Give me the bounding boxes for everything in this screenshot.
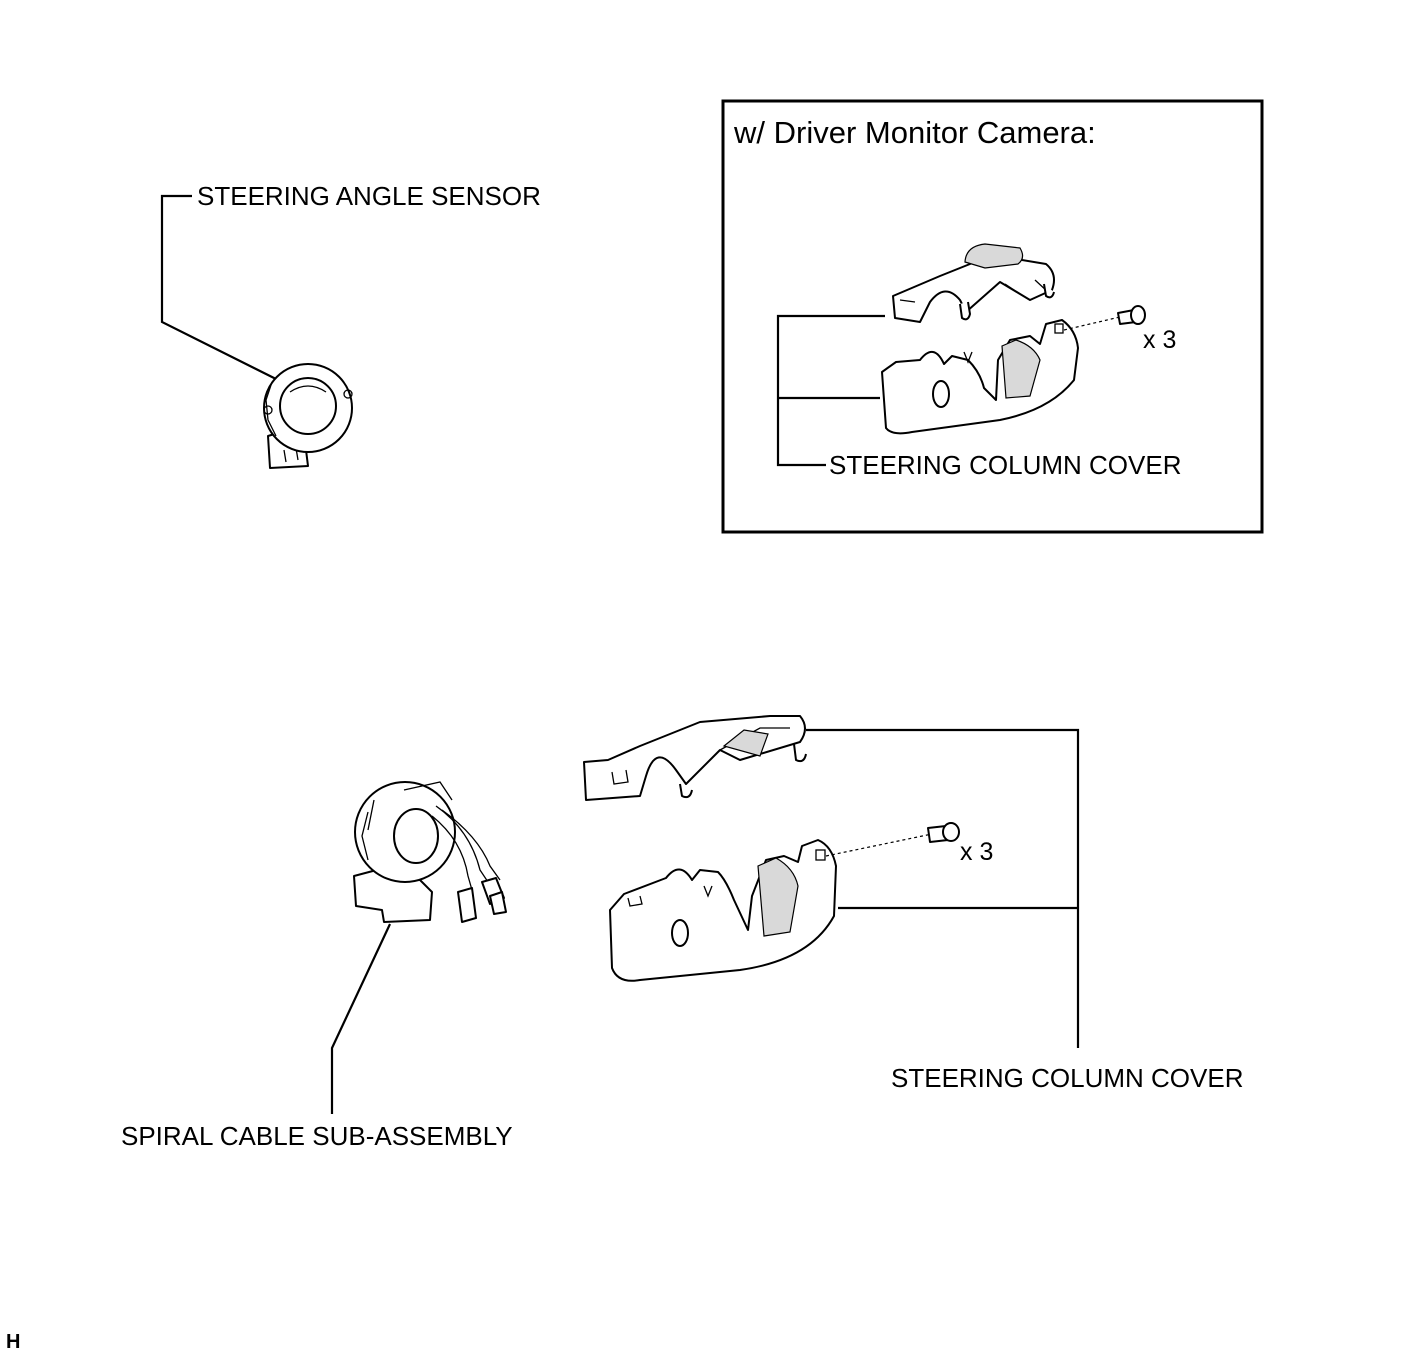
leader-line-spiral-cable bbox=[330, 923, 391, 1114]
inset-title: w/ Driver Monitor Camera: bbox=[733, 115, 1096, 150]
label-steering-angle-sensor: STEERING ANGLE SENSOR bbox=[197, 181, 541, 211]
label-spiral-cable: SPIRAL CABLE SUB-ASSEMBLY bbox=[121, 1121, 513, 1151]
inset-upper-cover bbox=[892, 243, 1055, 323]
main-screw-qty: x 3 bbox=[960, 838, 993, 866]
main-screw: x 3 bbox=[825, 822, 993, 866]
steering-angle-sensor-part bbox=[263, 363, 353, 469]
spiral-cable-part bbox=[353, 781, 507, 923]
upper-column-cover bbox=[583, 715, 807, 801]
label-steering-column-cover: STEERING COLUMN COVER bbox=[891, 1063, 1244, 1093]
leader-line-angle-sensor bbox=[160, 194, 283, 383]
inset-label-steering-column-cover: STEERING COLUMN COVER bbox=[829, 450, 1182, 480]
spiral-cable-group: SPIRAL CABLE SUB-ASSEMBLY bbox=[121, 781, 513, 1151]
steering-column-cover-group: x 3 STEERING COLUMN COVER bbox=[583, 715, 1244, 1093]
corner-mark: H bbox=[6, 1331, 20, 1353]
steering-angle-sensor-group: STEERING ANGLE SENSOR bbox=[160, 181, 541, 469]
inset-leader-line bbox=[776, 314, 885, 467]
driver-monitor-camera-inset: w/ Driver Monitor Camera: x 3 STEERING C bbox=[721, 99, 1264, 534]
inset-lower-cover bbox=[881, 319, 1079, 435]
lower-column-cover bbox=[609, 839, 837, 982]
inset-screw-qty: x 3 bbox=[1143, 326, 1176, 354]
inset-frame bbox=[721, 99, 1264, 534]
inset-screw: x 3 bbox=[1063, 305, 1176, 354]
leader-line-column-cover bbox=[806, 728, 1080, 1048]
